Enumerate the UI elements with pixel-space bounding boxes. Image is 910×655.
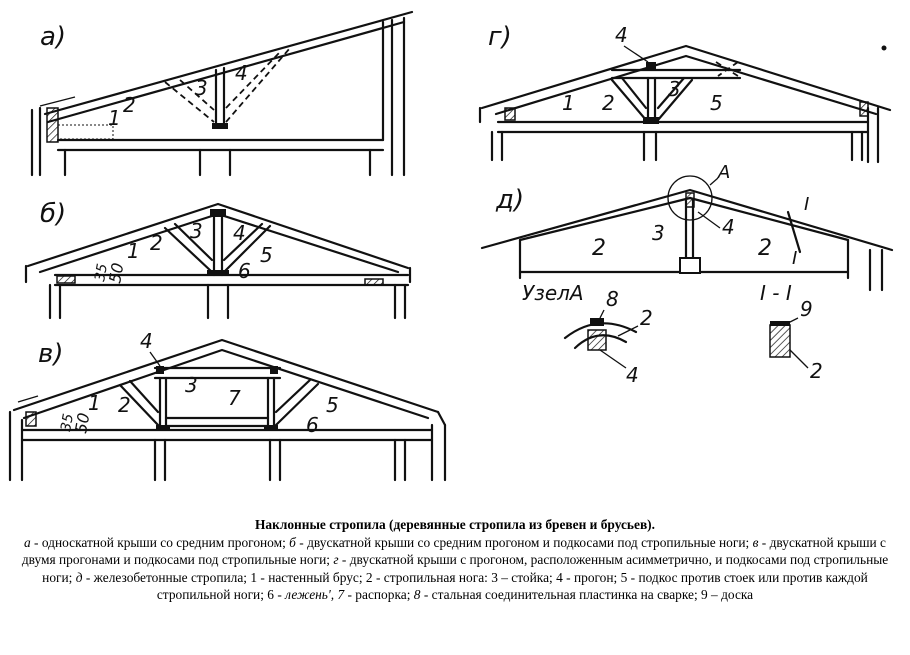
label-g-2: 2 — [602, 91, 615, 115]
node-marker-a: А — [717, 162, 730, 183]
label-v-35: 35 — [58, 412, 77, 432]
label-d-2b: 2 — [758, 236, 772, 261]
figure-caption: Наклонные стропила (деревянные стропила … — [20, 516, 890, 604]
label-b-1: 1 — [127, 239, 140, 263]
caption-body: а - односкатной крыши со средним прогоно… — [20, 534, 890, 604]
panel-b: б) 35 50 1 2 3 4 5 6 — [24, 199, 412, 320]
label-node-2: 2 — [640, 306, 653, 330]
node-a-label: УзелА — [522, 281, 584, 305]
caption-part: - распорка; — [344, 587, 414, 602]
label-b-4: 4 — [233, 221, 246, 245]
label-v-1: 1 — [88, 391, 101, 415]
caption-part: - односкатной крыши со средним прогоном; — [30, 534, 290, 550]
caption-part: г — [333, 552, 339, 567]
label-node-8: 8 — [606, 287, 619, 311]
caption-part: лежень', 7 — [285, 587, 345, 602]
cut-mark-top: I — [804, 194, 809, 215]
label-d-4: 4 — [722, 215, 735, 239]
label-b-2: 2 — [150, 231, 163, 255]
label-v-50: 50 — [71, 411, 93, 434]
label-g-1: 1 — [562, 91, 575, 115]
caption-part: в — [752, 534, 759, 550]
label-g-3: 3 — [668, 77, 681, 101]
caption-part: д — [75, 569, 83, 585]
label-v-5: 5 — [326, 393, 339, 417]
section-label: I - I — [760, 281, 792, 305]
label-a-4: 4 — [235, 61, 248, 85]
caption-part: - двускатной крыши со средним прогоном и… — [295, 534, 753, 550]
label-g-4: 4 — [615, 23, 628, 47]
label-v-2: 2 — [118, 393, 131, 417]
label-b-6: 6 — [238, 259, 251, 283]
panel-v: в) — [8, 329, 447, 482]
panel-a: а) 1 2 3 4 — [30, 10, 414, 177]
label-section-9: 9 — [800, 297, 813, 321]
label-a-2: 2 — [123, 93, 136, 117]
label-d-3: 3 — [652, 221, 665, 245]
label-a-3: 3 — [195, 76, 208, 100]
label-v-3: 3 — [185, 373, 198, 397]
panel-g: г) 1 2 3 4 5 — [478, 22, 892, 164]
label-v-4: 4 — [140, 329, 153, 353]
rafters-drawing: а) 1 2 3 4 б) — [8, 10, 894, 482]
caption-part: а — [23, 534, 31, 550]
label-g-5: 5 — [710, 91, 723, 115]
panel-label-g: г) — [488, 22, 512, 52]
label-v-6: 6 — [306, 413, 319, 437]
cut-mark-bottom: I — [792, 248, 797, 269]
panel-label-v: в) — [38, 339, 63, 369]
caption-part: - стальная соединительная пластинка на с… — [420, 587, 754, 602]
label-section-2: 2 — [810, 359, 823, 383]
label-b-5: 5 — [260, 243, 273, 267]
caption-title: Наклонные стропила (деревянные стропила … — [255, 517, 655, 532]
panel-d: д) А I I 2 3 4 2 УзелА 8 — [480, 162, 894, 387]
label-b-3: 3 — [190, 219, 203, 243]
label-v-7: 7 — [228, 386, 241, 410]
label-d-2a: 2 — [592, 236, 606, 261]
label-b-50: 50 — [105, 261, 127, 284]
caption-part: б — [289, 534, 296, 550]
caption-part: - двускатной крыши с двумя прогонами и п… — [21, 534, 886, 568]
label-a-1: 1 — [108, 106, 121, 130]
caption-part: 8 — [413, 587, 421, 602]
panel-label-b: б) — [40, 199, 66, 229]
label-node-4: 4 — [626, 363, 639, 387]
caption-part: - железобетонные стропила; 1 - настенный… — [82, 569, 868, 603]
panel-label-a: а) — [40, 22, 66, 52]
label-b-35: 35 — [92, 262, 111, 282]
panel-label-d: д) — [495, 185, 524, 215]
caption-part: - двускатной крыши с прогоном, расположе… — [42, 552, 889, 585]
